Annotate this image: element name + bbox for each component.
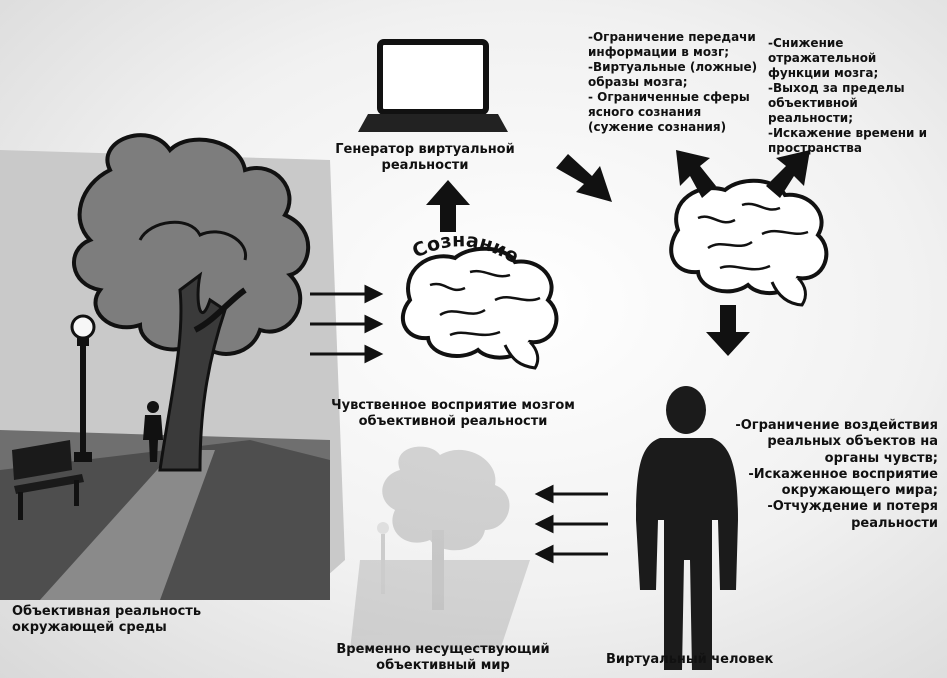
brain-icon-consciousness xyxy=(400,246,559,370)
bench-icon xyxy=(12,440,84,520)
arrow-icon xyxy=(706,305,750,356)
small-person-icon xyxy=(143,401,163,462)
list-item: -Ограничение воздействия xyxy=(735,418,938,433)
list-item: реальности xyxy=(851,515,938,531)
list-item: -Выход за пределы xyxy=(768,81,905,95)
arrow-icon xyxy=(426,180,470,232)
brain-icon-virtual xyxy=(669,178,829,307)
list-item: ясного сознания xyxy=(588,105,702,119)
temporary-world-label: Временно несуществующий объективный мир xyxy=(336,642,550,674)
list-item: пространства xyxy=(768,141,862,155)
objective-reality-scene xyxy=(0,133,345,600)
objective-reality-label: Объективная реальность окружающей среды xyxy=(12,604,202,636)
list-item: функции мозга; xyxy=(768,66,879,80)
generator-label: Генератор виртуальной реальности xyxy=(335,142,515,174)
list-item: (сужение сознания) xyxy=(588,120,727,134)
list-item: - Ограниченные сферы xyxy=(588,90,750,104)
virtual-human-label: Виртуальный человек xyxy=(606,652,774,667)
tree-icon xyxy=(72,133,311,472)
list-item: окружающего мира; xyxy=(781,483,938,498)
temporary-world-scene xyxy=(350,446,530,650)
list-item: -Искажение времени и xyxy=(768,126,928,140)
arrow-icon xyxy=(766,150,810,198)
sensory-perception-label: Чувственное восприятие мозгом объективно… xyxy=(331,398,575,430)
effects-human-list: -Ограничение воздействия реальных объект… xyxy=(728,418,938,532)
effects-right-list: -Снижение отражательной функции мозга; -… xyxy=(768,36,946,156)
list-item: образы мозга; xyxy=(588,75,688,89)
arrow-icon xyxy=(676,150,716,198)
laptop-icon xyxy=(358,39,508,132)
person-silhouette-icon xyxy=(636,386,738,670)
list-item: -Искаженное восприятие xyxy=(748,466,938,482)
list-item: информации в мозг; xyxy=(588,45,730,59)
list-item: реальных объектов на xyxy=(767,434,938,450)
arrow-icons xyxy=(310,150,810,564)
list-item: органы чувств; xyxy=(824,450,938,466)
list-item: объективной реальности; xyxy=(768,96,858,125)
effects-mid-list: -Ограничение передачи информации в мозг;… xyxy=(588,30,758,135)
lamp-post-icon xyxy=(70,314,96,462)
arrow-icon xyxy=(556,154,612,202)
list-item: -Ограничение передачи xyxy=(588,30,756,44)
list-item: -Снижение отражательной xyxy=(768,36,877,65)
arrow-icon xyxy=(534,484,608,564)
list-item: -Виртуальные (ложные) xyxy=(588,60,758,74)
arrow-icon xyxy=(310,284,384,364)
list-item: -Отчуждение и потеря xyxy=(767,499,938,515)
